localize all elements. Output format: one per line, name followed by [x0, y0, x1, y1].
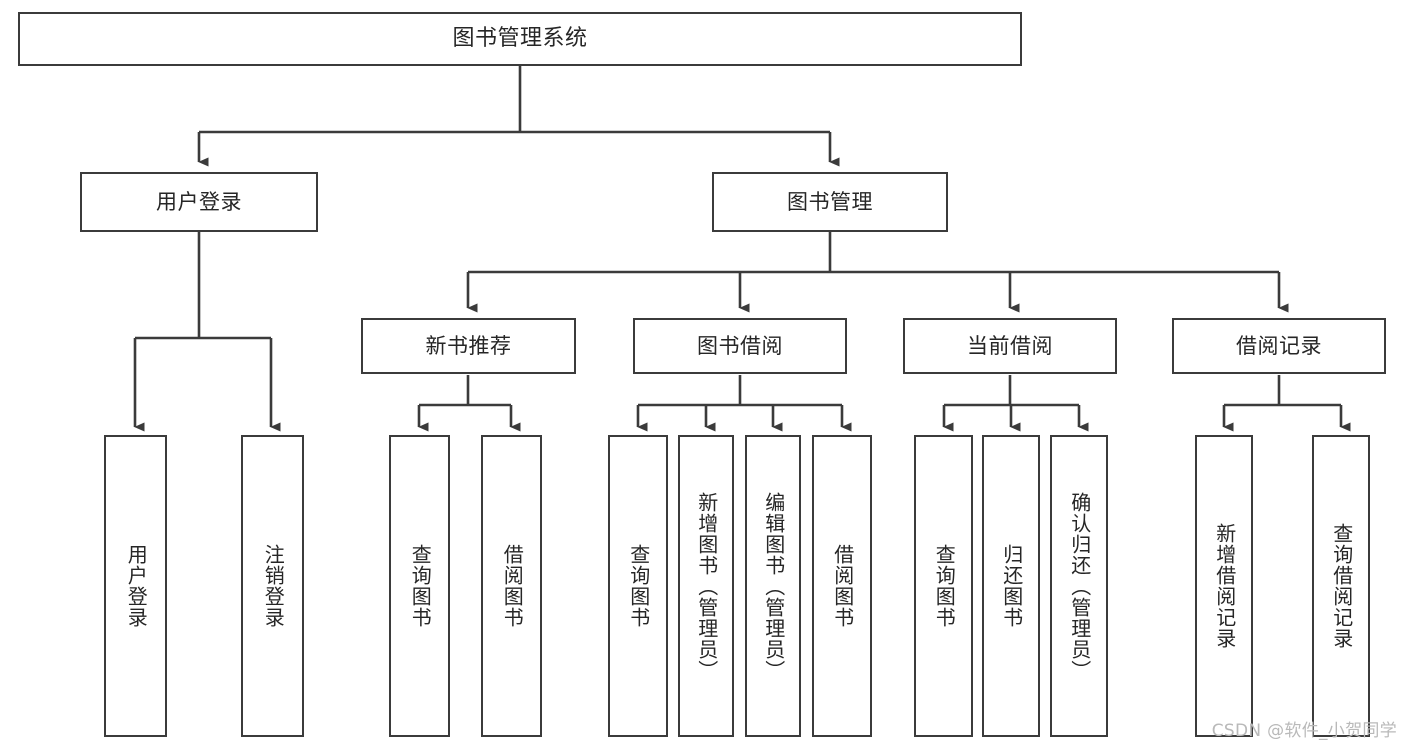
leaf-add-book-admin-label: 新增图书（管理员） [694, 491, 719, 681]
leaf-query-book-borrow[interactable]: 查询图书 [608, 435, 668, 737]
leaf-borrow-book[interactable]: 借阅图书 [812, 435, 872, 737]
node-root[interactable]: 图书管理系统 [18, 12, 1022, 66]
leaf-return-book-label: 归还图书 [999, 544, 1024, 628]
leaf-edit-book-admin[interactable]: 编辑图书（管理员） [745, 435, 801, 737]
node-current-borrow-label: 当前借阅 [967, 333, 1053, 358]
leaf-query-book-newbook-label: 查询图书 [408, 544, 433, 628]
leaf-confirm-return-admin-label: 确认归还（管理员） [1067, 491, 1092, 681]
leaf-query-borrow-record[interactable]: 查询借阅记录 [1312, 435, 1370, 737]
node-borrow-records-label: 借阅记录 [1236, 333, 1322, 358]
leaf-borrow-book-newbook-label: 借阅图书 [500, 544, 525, 628]
leaf-query-book-newbook[interactable]: 查询图书 [389, 435, 450, 737]
node-user-login-label: 用户登录 [156, 189, 242, 214]
node-book-borrow-label: 图书借阅 [697, 333, 783, 358]
leaf-logout-label: 注销登录 [261, 544, 286, 628]
leaf-query-borrow-record-label: 查询借阅记录 [1329, 523, 1354, 649]
leaf-add-book-admin[interactable]: 新增图书（管理员） [678, 435, 734, 737]
node-new-book-recommend[interactable]: 新书推荐 [361, 318, 576, 374]
node-new-book-recommend-label: 新书推荐 [425, 333, 512, 358]
leaf-return-book[interactable]: 归还图书 [982, 435, 1040, 737]
leaf-borrow-book-label: 借阅图书 [830, 544, 855, 628]
leaf-logout[interactable]: 注销登录 [241, 435, 304, 737]
leaf-query-book-current[interactable]: 查询图书 [914, 435, 973, 737]
node-root-label: 图书管理系统 [452, 26, 588, 52]
leaf-query-book-borrow-label: 查询图书 [626, 544, 651, 628]
node-current-borrow[interactable]: 当前借阅 [903, 318, 1117, 374]
node-user-login[interactable]: 用户登录 [80, 172, 318, 232]
leaf-borrow-book-newbook[interactable]: 借阅图书 [481, 435, 542, 737]
leaf-user-login-label: 用户登录 [124, 544, 149, 628]
node-book-management[interactable]: 图书管理 [712, 172, 948, 232]
csdn-watermark: CSDN @软件_小贺同学 [1211, 721, 1397, 741]
node-book-management-label: 图书管理 [787, 189, 873, 214]
leaf-add-borrow-record-label: 新增借阅记录 [1212, 523, 1237, 649]
node-book-borrow[interactable]: 图书借阅 [633, 318, 847, 374]
leaf-user-login[interactable]: 用户登录 [104, 435, 167, 737]
leaf-add-borrow-record[interactable]: 新增借阅记录 [1195, 435, 1253, 737]
node-borrow-records[interactable]: 借阅记录 [1172, 318, 1386, 374]
leaf-edit-book-admin-label: 编辑图书（管理员） [761, 491, 786, 681]
leaf-query-book-current-label: 查询图书 [932, 544, 957, 628]
leaf-confirm-return-admin[interactable]: 确认归还（管理员） [1050, 435, 1108, 737]
